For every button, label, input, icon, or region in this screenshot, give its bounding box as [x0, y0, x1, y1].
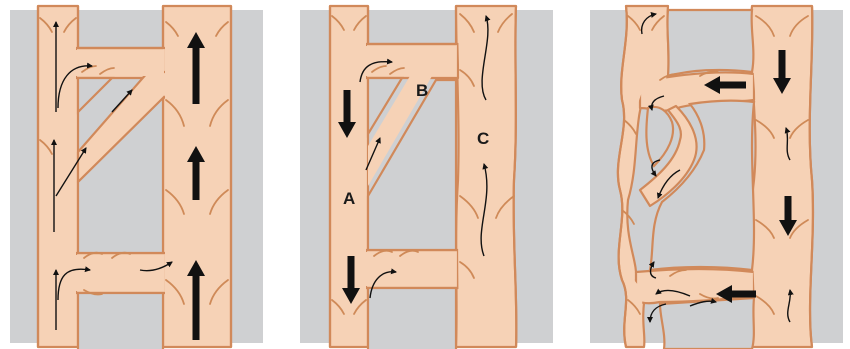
- panel-2: B A C: [300, 6, 553, 349]
- panel-3-bottom-gap: [660, 298, 754, 349]
- panel-1: [10, 6, 263, 349]
- branch-label-a: A: [343, 189, 355, 208]
- panel-3: [590, 6, 843, 349]
- panel-1-bottom-gap: [78, 293, 163, 349]
- panel-3-upper-gap: [667, 10, 753, 76]
- panel-2-bottom-gap: [368, 288, 456, 349]
- vessel-label-c: C: [477, 129, 489, 148]
- branch-label-b: B: [416, 81, 428, 100]
- panel-2-vessels: [330, 6, 516, 349]
